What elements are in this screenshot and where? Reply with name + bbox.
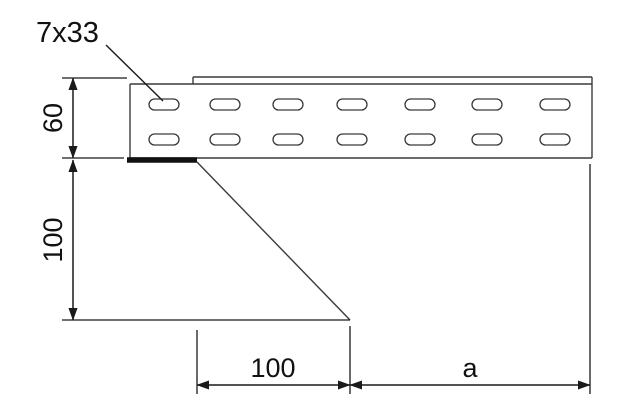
slot: [539, 98, 571, 111]
slot: [539, 133, 571, 146]
slot: [404, 98, 436, 111]
slot-row-bottom: [148, 133, 571, 146]
dimension-label-offset-width: 100: [250, 353, 295, 383]
slot-row-top: [148, 98, 571, 111]
slot: [404, 133, 436, 146]
diagonal-projection-line: [196, 161, 351, 321]
slot: [272, 133, 304, 146]
slot: [471, 98, 503, 111]
slot: [209, 98, 241, 111]
dimension-label-variable-width: a: [462, 353, 478, 383]
slot: [336, 98, 368, 111]
dimension-label-profile-height: 60: [38, 103, 68, 133]
perforated-profile: [127, 76, 593, 321]
slot: [336, 133, 368, 146]
slot: [148, 98, 180, 111]
slot: [209, 133, 241, 146]
vertical-dimensions: 60 100: [38, 77, 350, 321]
horizontal-dimensions: 100 a: [196, 164, 591, 394]
slot: [148, 133, 180, 146]
slot: [272, 98, 304, 111]
dimension-label-drop-height: 100: [38, 217, 68, 262]
slot: [471, 133, 503, 146]
slot-size-label: 7x33: [36, 17, 99, 49]
slot-size-callout: 7x33: [36, 17, 164, 102]
slot-size-leader-line: [105, 44, 164, 102]
